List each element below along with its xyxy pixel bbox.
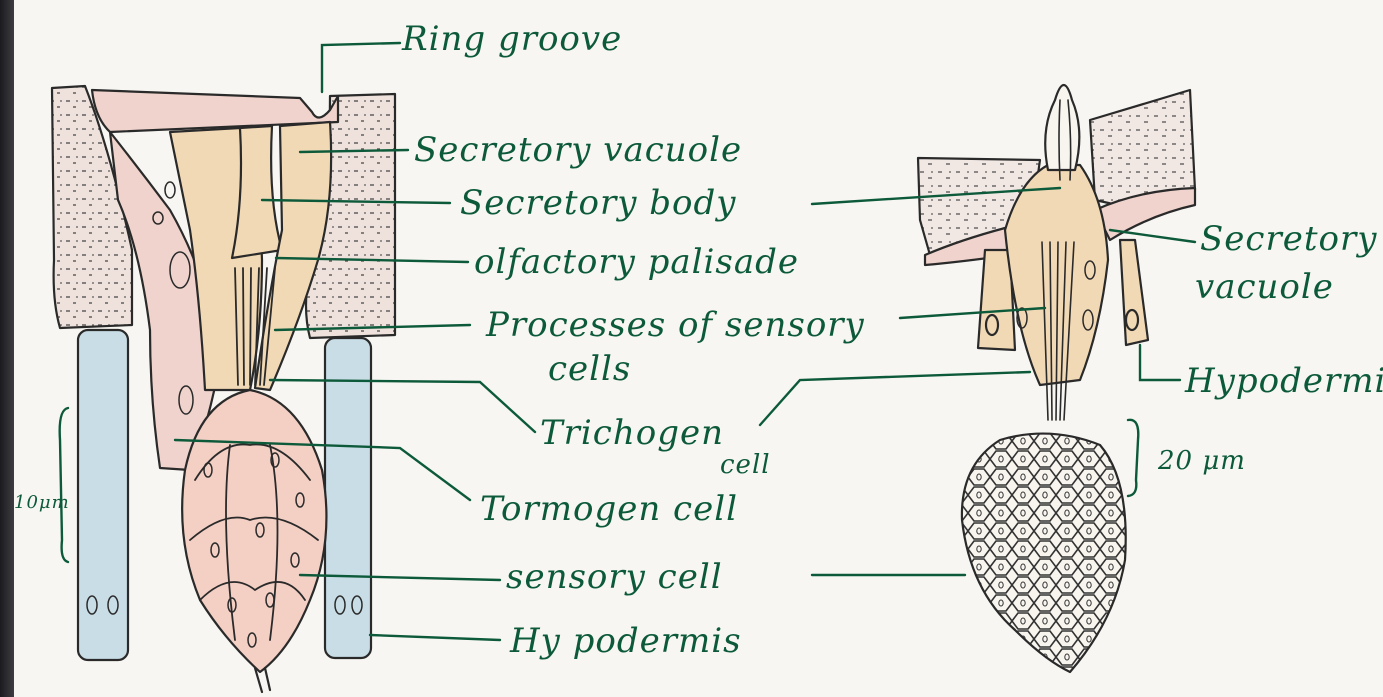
label-secretory-vacuole: Secretory vacuole bbox=[414, 133, 742, 167]
right-sensillum bbox=[918, 85, 1195, 672]
right-sensory-mass bbox=[962, 434, 1126, 672]
label-scale-20um: 20 μm bbox=[1158, 448, 1246, 474]
hypodermis-left bbox=[78, 330, 128, 660]
label-hypodermis-left: Hy podermis bbox=[510, 624, 742, 658]
label-right-secretory-line1: Secretory bbox=[1200, 222, 1377, 256]
label-right-hypodermis: Hypodermis bbox=[1185, 364, 1383, 398]
label-trichogen-line2: cell bbox=[720, 452, 771, 478]
label-sensory-cell: sensory cell bbox=[506, 560, 723, 594]
label-processes-line1: Processes of sensory bbox=[486, 308, 865, 342]
label-right-secretory-line2: vacuole bbox=[1195, 270, 1334, 304]
hypodermis-right bbox=[325, 338, 371, 658]
label-secretory-body: Secretory body bbox=[460, 186, 736, 220]
label-processes-line2: cells bbox=[548, 352, 631, 386]
label-scale-10um: 10μm bbox=[14, 494, 70, 512]
label-olfactory-palisade: olfactory palisade bbox=[474, 245, 799, 279]
right-bristle bbox=[1045, 85, 1079, 170]
label-tormogen-cell: Tormogen cell bbox=[480, 492, 738, 526]
left-sensillum bbox=[52, 86, 395, 692]
label-ring-groove: Ring groove bbox=[402, 22, 622, 56]
label-trichogen-line1: Trichogen bbox=[540, 416, 724, 450]
